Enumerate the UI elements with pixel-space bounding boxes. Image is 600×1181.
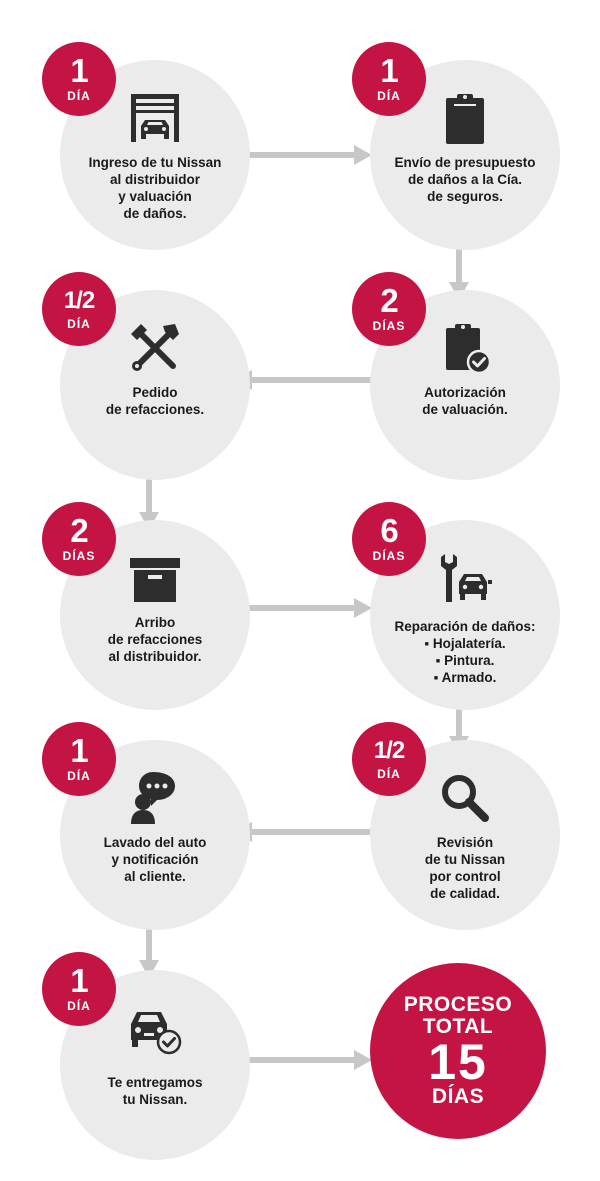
total-line-1: PROCESO [403, 993, 513, 1016]
step-autorizacion: 2 DÍAS Autorización de valuación. [352, 272, 560, 480]
step-envio-presupuesto: 1 DÍA Envío de presupuesto de daños a la… [352, 42, 560, 250]
label-line: Envío de presupuesto [394, 155, 536, 170]
label-line: al cliente. [124, 869, 186, 884]
label-line: de seguros. [427, 189, 503, 204]
label-line: Lavado del auto [103, 835, 207, 850]
label-line: por control [429, 869, 501, 884]
badge-number: 1 [70, 731, 88, 769]
total-process-circle: PROCESO TOTAL 15 DÍAS [370, 963, 546, 1139]
arrow-right-2 [240, 598, 372, 618]
label-line: al distribuidor. [108, 649, 202, 664]
arrow-right-3 [240, 1050, 372, 1070]
badge-number: 1 [70, 51, 88, 89]
label-line: ▪ Hojalatería. [424, 636, 506, 651]
label-line: Arribo [134, 615, 176, 630]
clipboard-icon [437, 90, 493, 146]
badge-number: 1 [70, 961, 88, 999]
label-line: Pedido [132, 385, 178, 400]
step-arribo-refacciones: 2 DÍAS Arribo de refacciones al distribu… [42, 502, 250, 710]
label-line: y valuación [118, 189, 192, 204]
duration-badge: 2 DÍAS [352, 272, 426, 346]
step-label: Autorización de valuación. [380, 384, 550, 418]
duration-badge: 1 DÍA [42, 42, 116, 116]
tools-icon [127, 320, 183, 376]
label-line: de calidad. [430, 886, 500, 901]
label-line: de tu Nissan [424, 852, 506, 867]
label-line: de refacciones [107, 632, 203, 647]
step-pedido-refacciones: 1/2 DÍA Pedido de refacciones. [42, 272, 250, 480]
label-line: de daños. [123, 206, 187, 221]
magnifier-icon [437, 770, 493, 826]
duration-badge: 1/2 DÍA [42, 272, 116, 346]
step-label: Envío de presupuesto de daños a la Cía. … [380, 154, 550, 205]
car-check-icon [127, 1000, 183, 1056]
badge-number: 1 [380, 51, 398, 89]
wrench-car-icon [437, 550, 493, 606]
arrow-down-4 [139, 926, 159, 978]
badge-unit: DÍAS [372, 318, 406, 333]
badge-number: 1/2 [63, 286, 95, 314]
label-line: Ingreso de tu Nissan [88, 155, 222, 170]
label-line: ▪ Pintura. [435, 653, 495, 668]
label-line: de valuación. [422, 402, 508, 417]
duration-badge: 1 DÍA [352, 42, 426, 116]
badge-number: 2 [380, 281, 398, 319]
step-label: Revisión de tu Nissan por control de cal… [380, 834, 550, 902]
badge-unit: DÍAS [62, 548, 96, 563]
step-label: Lavado del auto y notificación al client… [70, 834, 240, 885]
total-days-unit: DÍAS [431, 1085, 485, 1108]
step-entrega: 1 DÍA Te entregamos tu Nissan. [42, 952, 250, 1160]
arrow-left-1 [234, 370, 372, 390]
label-line: de refacciones. [105, 402, 205, 417]
person-chat-icon [127, 770, 183, 826]
badge-unit: DÍAS [372, 548, 406, 563]
step-label: Reparación de daños: ▪ Hojalatería. ▪ Pi… [380, 618, 550, 686]
arrow-right-1 [240, 145, 372, 165]
label-line: ▪ Armado. [433, 670, 497, 685]
step-label: Ingreso de tu Nissan al distribuidor y v… [70, 154, 240, 222]
clipboard-check-icon [437, 320, 493, 376]
label-line: y notificación [111, 852, 199, 867]
badge-number: 1/2 [373, 736, 405, 764]
badge-unit: DÍA [377, 88, 401, 103]
step-label: Te entregamos tu Nissan. [70, 1074, 240, 1108]
car-garage-icon [127, 90, 183, 146]
badge-unit: DÍA [67, 316, 91, 331]
step-revision: 1/2 DÍA Revisión de tu Nissan por contro… [352, 722, 560, 930]
step-label: Arribo de refacciones al distribuidor. [70, 614, 240, 665]
duration-badge: 2 DÍAS [42, 502, 116, 576]
duration-badge: 1 DÍA [42, 722, 116, 796]
duration-badge: 6 DÍAS [352, 502, 426, 576]
label-line: tu Nissan. [122, 1092, 188, 1107]
badge-number: 2 [70, 511, 88, 549]
badge-unit: DÍA [377, 766, 401, 781]
badge-number: 6 [380, 511, 398, 549]
badge-unit: DÍA [67, 88, 91, 103]
box-icon [127, 550, 183, 606]
step-reparacion: 6 DÍAS Reparación de daños: ▪ Hojalaterí… [352, 502, 560, 710]
label-line: al distribuidor [109, 172, 200, 187]
label-line: Te entregamos [107, 1075, 203, 1090]
badge-unit: DÍA [67, 998, 91, 1013]
badge-unit: DÍA [67, 768, 91, 783]
total-days-number: 15 [428, 1034, 488, 1090]
step-lavado: 1 DÍA Lavado del auto y notificación al … [42, 722, 250, 930]
label-line: Autorización [424, 385, 506, 400]
duration-badge: 1/2 DÍA [352, 722, 426, 796]
label-line: de daños a la Cía. [407, 172, 523, 187]
arrow-left-2 [234, 822, 372, 842]
label-line: Revisión [436, 835, 494, 850]
duration-badge: 1 DÍA [42, 952, 116, 1026]
step-label: Pedido de refacciones. [70, 384, 240, 418]
label-line: Reparación de daños: [394, 619, 536, 634]
step-ingreso: 1 DÍA Ingreso de tu Nissan al distribuid… [42, 42, 250, 250]
total-line-2: TOTAL [422, 1015, 494, 1038]
